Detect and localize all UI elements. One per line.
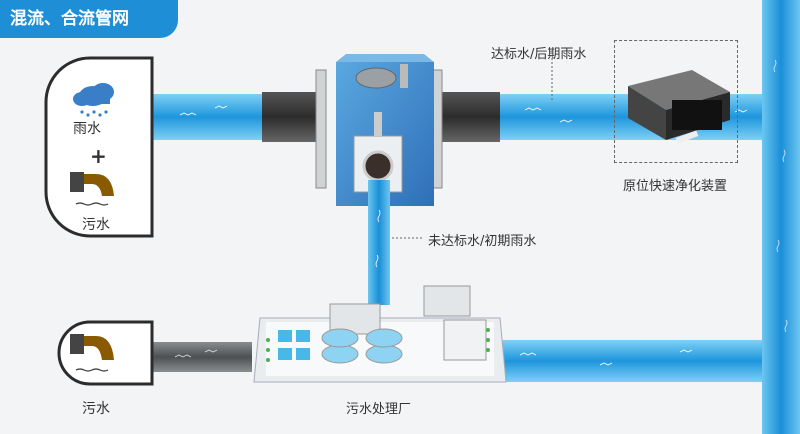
sewage-pipe-icon	[70, 172, 114, 206]
upper-left-water	[150, 94, 262, 140]
rain-label: 雨水	[73, 121, 101, 137]
lower-flow-label: 未达标水/初期雨水	[428, 234, 537, 249]
page-title: 混流、合流管网	[0, 0, 178, 38]
lower-grey-pipe	[150, 342, 252, 372]
right-channel-ripples	[773, 59, 788, 333]
sewage-only-label: 污水	[82, 401, 110, 417]
treatment-plant	[253, 285, 507, 383]
purification-device-label: 原位快速净化装置	[623, 179, 728, 194]
purification-device-box	[614, 40, 738, 163]
plus-sign: +	[90, 144, 107, 168]
upper-grey-pipe-right	[438, 92, 500, 142]
control-well	[315, 54, 443, 206]
rain-cloud-icon	[73, 83, 114, 117]
purification-device	[628, 70, 730, 144]
upper-grey-pipe-left	[262, 92, 320, 142]
right-channel	[762, 0, 800, 434]
vertical-pipe	[368, 180, 390, 305]
combined-sewage-label: 污水	[82, 217, 110, 233]
sewage-pipe-icon-lower	[70, 334, 114, 372]
upper-flow-label: 达标水/后期雨水	[491, 47, 587, 62]
lower-right-water	[500, 340, 762, 382]
treatment-plant-label: 污水处理厂	[346, 402, 412, 417]
